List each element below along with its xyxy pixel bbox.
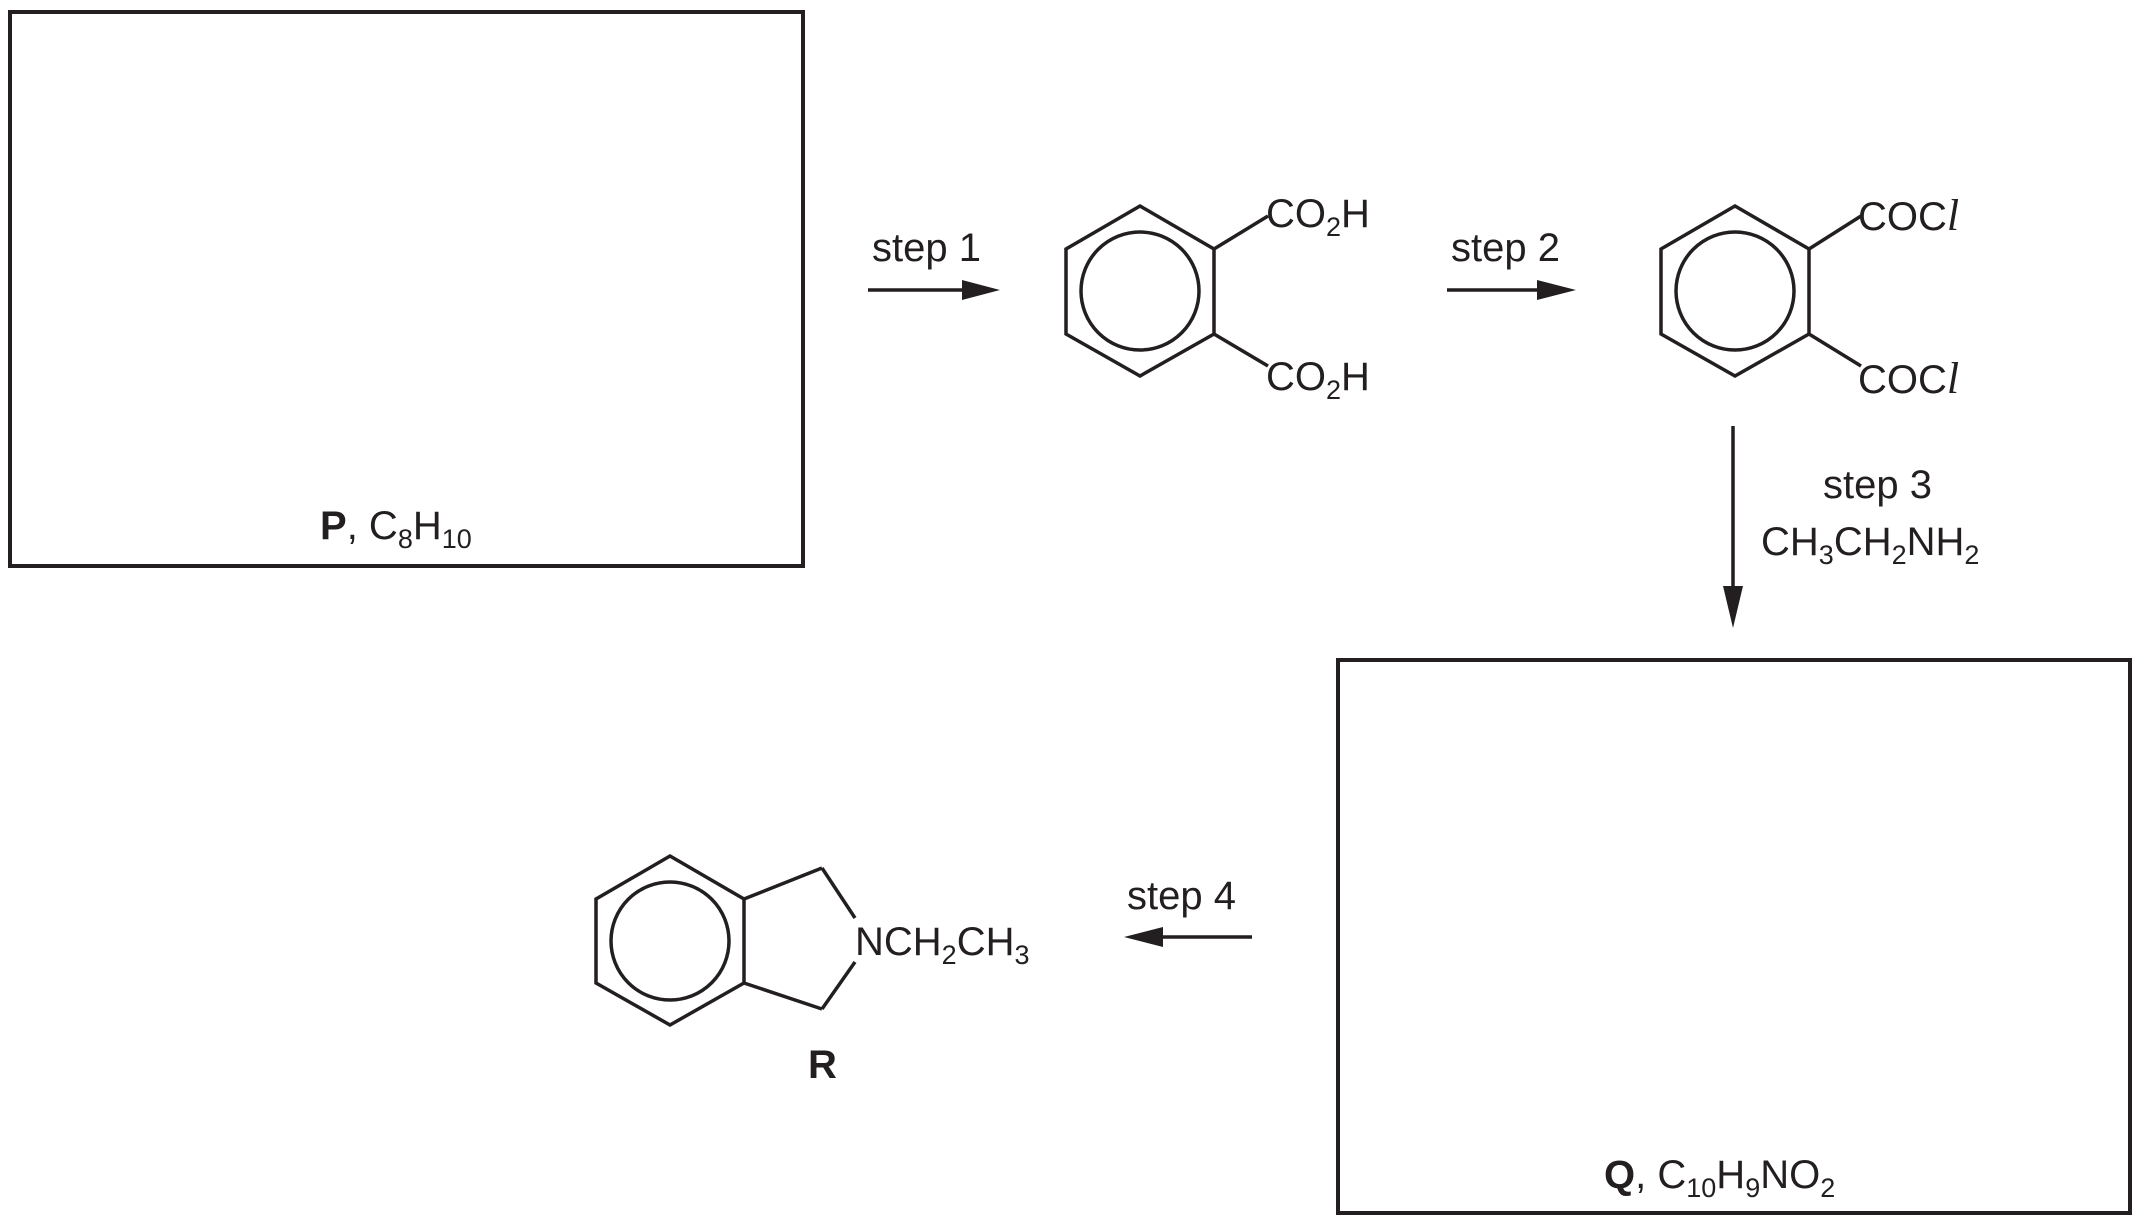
step2-arrow bbox=[1447, 280, 1576, 300]
acyl-coc: COC bbox=[1858, 358, 1947, 402]
compound-Q-formula-c-count: 10 bbox=[1686, 1173, 1717, 1203]
substituent-nch-sub: 2 bbox=[941, 940, 957, 970]
acid-chloride-top-group: COCl bbox=[1858, 194, 1959, 238]
product-R-structure bbox=[594, 853, 857, 1028]
compound-P-formula-h-count: 10 bbox=[441, 524, 472, 554]
step1-label: step 1 bbox=[872, 226, 981, 270]
reagent-part-b-sub: 2 bbox=[1891, 540, 1907, 570]
product-R-label: R bbox=[808, 1045, 837, 1085]
reagent-part-c-sub: 2 bbox=[1964, 540, 1980, 570]
step3-arrow bbox=[1723, 426, 1743, 628]
phthalic-acid-bottom-group: CO2H bbox=[1266, 355, 1370, 404]
step4-label: step 4 bbox=[1127, 874, 1236, 918]
compound-P-box bbox=[8, 10, 805, 568]
compound-P-separator: , bbox=[346, 504, 369, 548]
compound-P-label: P, C8H10 bbox=[320, 504, 472, 553]
compound-Q-separator: , bbox=[1635, 1153, 1658, 1197]
carboxyl-co: CO bbox=[1266, 355, 1326, 399]
compound-Q-formula-h-count: 9 bbox=[1745, 1173, 1761, 1203]
step4-arrow bbox=[1124, 927, 1252, 947]
carboxyl-h: H bbox=[1341, 192, 1370, 236]
benzene-ring-phthaloyl-chloride bbox=[1659, 203, 1862, 379]
reagent-part-c: NH bbox=[1906, 520, 1965, 564]
step1-arrow bbox=[868, 280, 1000, 300]
compound-Q-formula-c: C bbox=[1657, 1153, 1687, 1197]
reagent-part-b: CH bbox=[1833, 520, 1892, 564]
acid-chloride-bottom-group: COCl bbox=[1858, 357, 1959, 401]
substituent-nch: NCH bbox=[855, 920, 942, 964]
compound-Q-label: Q, C10H9NO2 bbox=[1604, 1153, 1835, 1202]
substituent-ch: CH bbox=[956, 920, 1015, 964]
product-R-letter: R bbox=[808, 1043, 837, 1087]
step3-label: step 3 bbox=[1823, 463, 1932, 507]
substituent-ch-sub: 3 bbox=[1014, 940, 1030, 970]
compound-Q-box bbox=[1336, 658, 2132, 1215]
acyl-coc: COC bbox=[1858, 195, 1947, 239]
acyl-l: l bbox=[1946, 354, 1960, 403]
acyl-l: l bbox=[1946, 191, 1960, 240]
compound-P-formula-c-count: 8 bbox=[397, 524, 413, 554]
compound-Q-formula-no: NO bbox=[1760, 1153, 1821, 1197]
step3-reagent: CH3CH2NH2 bbox=[1761, 520, 1979, 569]
compound-P-letter: P bbox=[320, 504, 347, 548]
carboxyl-co: CO bbox=[1266, 192, 1326, 236]
compound-P-formula-c: C bbox=[368, 504, 398, 548]
reagent-part-a-sub: 3 bbox=[1818, 540, 1834, 570]
compound-Q-formula-no-count: 2 bbox=[1820, 1173, 1836, 1203]
compound-Q-letter: Q bbox=[1604, 1153, 1636, 1197]
reagent-part-a: CH bbox=[1761, 520, 1819, 564]
step2-label: step 2 bbox=[1451, 226, 1560, 270]
phthalic-acid-top-group: CO2H bbox=[1266, 192, 1370, 241]
carboxyl-h: H bbox=[1341, 355, 1370, 399]
compound-P-formula-h: H bbox=[412, 504, 442, 548]
product-R-substituent: NCH2CH3 bbox=[855, 920, 1030, 969]
compound-Q-formula-h: H bbox=[1716, 1153, 1746, 1197]
carboxyl-sub: 2 bbox=[1326, 375, 1342, 405]
benzene-ring-phthalic-acid bbox=[1064, 203, 1269, 379]
carboxyl-sub: 2 bbox=[1326, 212, 1342, 242]
